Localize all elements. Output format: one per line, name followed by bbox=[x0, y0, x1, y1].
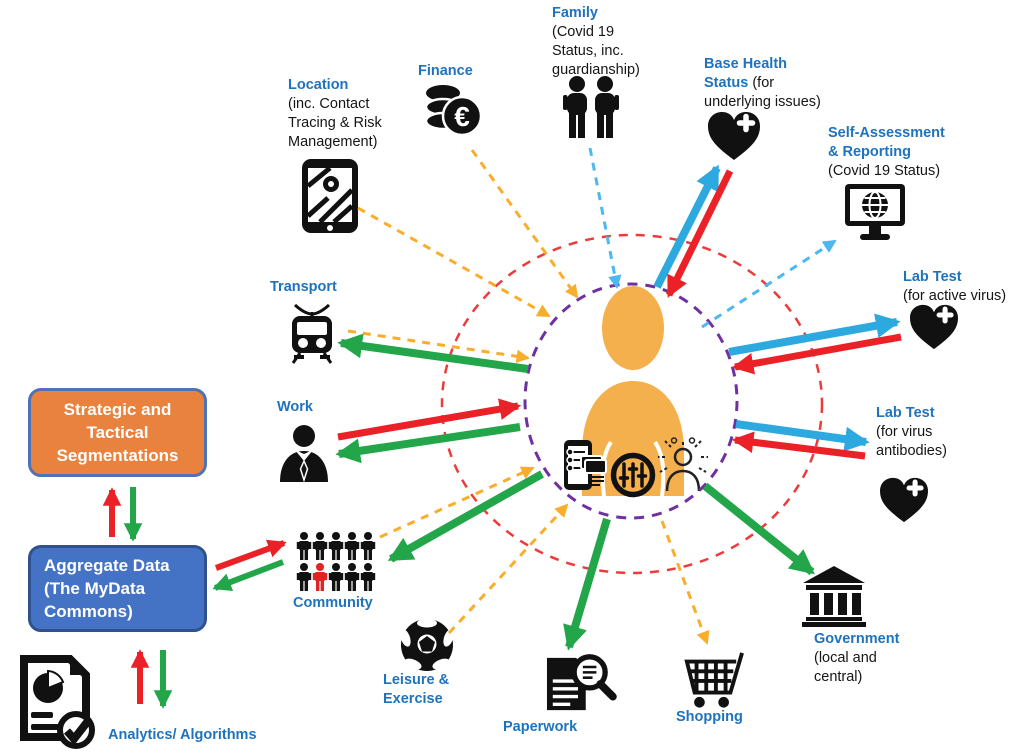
text-span: Lab Test bbox=[876, 405, 935, 421]
center-to-transport-arrow bbox=[337, 333, 529, 373]
box-line: Strategic and bbox=[63, 400, 172, 419]
businessman-icon bbox=[276, 424, 332, 482]
text-span: Paperwork bbox=[503, 719, 578, 735]
center-to-base-health-arrow bbox=[653, 164, 721, 289]
center-to-shopping-arrow bbox=[660, 520, 710, 645]
text-span: Government bbox=[814, 631, 900, 647]
box-line: Aggregate Data bbox=[44, 556, 170, 575]
family-icon bbox=[556, 76, 626, 140]
text-span: Leisure & bbox=[383, 672, 450, 688]
text-span: Family bbox=[552, 5, 598, 21]
text-span: (Covid 19 Status) bbox=[828, 163, 941, 179]
text-span: Status, inc. bbox=[552, 43, 624, 59]
text-span: Management) bbox=[288, 134, 378, 150]
soccer-ball-icon bbox=[399, 617, 455, 673]
center-to-work-arrow bbox=[335, 423, 521, 464]
node-label-family: Family (Covid 19 Status, inc. guardianship) bbox=[552, 4, 692, 80]
coins-euro-icon: € bbox=[424, 84, 482, 138]
center-to-lab-antibodies-arrow bbox=[735, 420, 870, 452]
finance-to-center-arrow bbox=[470, 149, 579, 299]
text-span: Exercise bbox=[383, 691, 443, 707]
base-health-to-center-arrow bbox=[665, 169, 734, 298]
text-span: & Reporting bbox=[828, 144, 911, 160]
cart-icon bbox=[678, 650, 748, 710]
center-to-paperwork-arrow bbox=[563, 517, 611, 651]
text-span: Transport bbox=[270, 279, 337, 295]
paperwork-icon bbox=[538, 652, 618, 716]
lab-antibodies-to-center-arrow bbox=[731, 431, 866, 460]
monitor-globe-icon bbox=[843, 182, 907, 242]
text-span: Location bbox=[288, 77, 349, 93]
svg-text:€: € bbox=[454, 101, 470, 132]
center-to-community-arrow bbox=[387, 470, 544, 563]
bank-icon bbox=[800, 565, 868, 627]
node-label-lab-test-antibodies: Lab Test (for virus antibodies) bbox=[876, 404, 996, 461]
text-span: Status bbox=[704, 75, 753, 91]
text-span: Self-Assessment bbox=[828, 125, 945, 141]
report-check-icon bbox=[14, 654, 98, 750]
text-span: (for bbox=[752, 75, 775, 91]
node-label-shopping: Shopping bbox=[676, 708, 776, 727]
node-label-work: Work bbox=[277, 398, 357, 417]
equalizer-icon bbox=[610, 452, 656, 498]
node-label-transport: Transport bbox=[270, 278, 380, 297]
text-span: Work bbox=[277, 399, 313, 415]
phone-map-icon bbox=[300, 158, 360, 234]
text-span: Finance bbox=[418, 63, 473, 79]
text-span: underlying issues) bbox=[704, 94, 821, 110]
node-label-community: Community bbox=[293, 594, 403, 613]
text-span: Lab Test bbox=[903, 269, 962, 285]
text-span: central) bbox=[814, 669, 863, 685]
box-line: Tactical bbox=[86, 423, 149, 442]
community-to-aggregate-arrow bbox=[212, 559, 285, 592]
text-span: (local and bbox=[814, 650, 877, 666]
box-line: Segmentations bbox=[56, 446, 179, 465]
text-span: (inc. Contact bbox=[288, 96, 370, 112]
crowd-icon bbox=[296, 532, 376, 592]
idea-person-icon bbox=[657, 437, 709, 493]
text-span: Shopping bbox=[676, 709, 743, 725]
node-label-lab-test-active: Lab Test (for active virus) bbox=[903, 268, 1023, 306]
center-to-self-assessment-arrow bbox=[701, 239, 837, 329]
heart-cross-icon bbox=[878, 476, 930, 524]
text-span: (Covid 19 bbox=[552, 24, 615, 40]
aggregate-data-box: Aggregate Data (The MyData Commons) bbox=[28, 545, 207, 632]
tram-icon bbox=[284, 303, 340, 365]
node-label-self-assessment: Self-Assessment & Reporting (Covid 19 Stat… bbox=[828, 124, 998, 181]
center-to-government-arrow bbox=[702, 482, 815, 576]
transport-to-center-arrow bbox=[347, 329, 531, 363]
box-line: (The MyData bbox=[44, 579, 146, 598]
node-label-paperwork: Paperwork bbox=[503, 718, 613, 737]
lab-active-to-center-arrow bbox=[731, 333, 902, 375]
text-span: guardianship) bbox=[552, 62, 640, 78]
strategic-segmentations-box: Strategic and Tactical Segmentations bbox=[28, 388, 207, 477]
community-to-center-arrow bbox=[379, 466, 535, 539]
node-label-government: Government (local and central) bbox=[814, 630, 944, 687]
leisure-to-center-arrow bbox=[447, 503, 569, 635]
wallet-phone-icon bbox=[562, 438, 610, 492]
node-label-analytics-algorithms: Analytics/ Algorithms bbox=[108, 726, 278, 745]
node-label-finance: Finance bbox=[418, 62, 508, 81]
family-to-center-arrow bbox=[588, 147, 622, 289]
text-span: Community bbox=[293, 595, 373, 611]
aggregate-to-community-arrow bbox=[214, 539, 287, 571]
heart-cross-icon bbox=[908, 303, 960, 351]
text-span: Analytics/ Algorithms bbox=[108, 727, 257, 743]
text-span: Base Health bbox=[704, 56, 788, 72]
text-span: antibodies) bbox=[876, 443, 947, 459]
center-to-lab-active-arrow bbox=[728, 313, 901, 356]
heart-cross-icon bbox=[706, 110, 762, 162]
location-to-center-arrow bbox=[357, 206, 551, 318]
node-label-leisure-exercise: Leisure & Exercise bbox=[383, 671, 493, 709]
text-span: (for virus bbox=[876, 424, 933, 440]
text-span: (for active virus) bbox=[903, 288, 1007, 304]
box-line: Commons) bbox=[44, 602, 133, 621]
text-span: Tracing & Risk bbox=[288, 115, 382, 131]
work-to-center-arrow bbox=[337, 398, 522, 441]
